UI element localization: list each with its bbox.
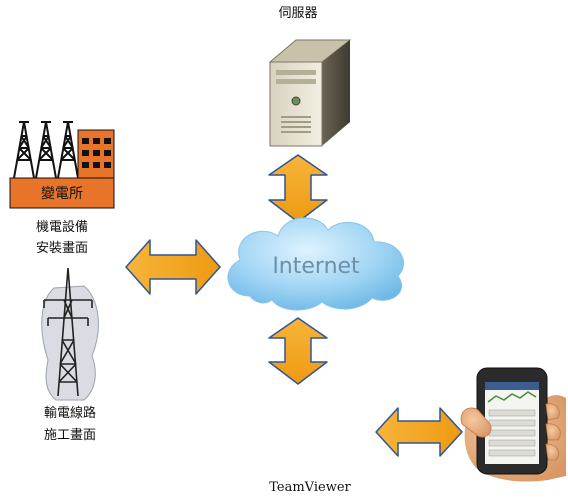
double-arrow-horizontal-left — [125, 239, 221, 295]
transmission-tower-icon — [41, 267, 99, 401]
substation-icon — [9, 121, 115, 209]
substation-sign: 變電所 — [41, 186, 83, 202]
substation-caption-line2: 安裝畫面 — [35, 241, 88, 256]
double-arrow-vertical-bottom — [268, 317, 328, 385]
teamviewer-label: TeamViewer — [269, 480, 351, 495]
substation-caption-line1: 機電設備 — [35, 220, 88, 235]
internet-cloud-icon — [227, 217, 404, 311]
double-arrow-vertical-top — [268, 154, 328, 223]
server-label: 伺服器 — [278, 6, 318, 21]
server-icon — [268, 39, 352, 147]
tower-caption-line2: 施工畫面 — [43, 428, 96, 443]
internet-label: Internet — [272, 254, 360, 279]
smartphone-in-hand-icon — [460, 367, 566, 482]
tower-caption-line1: 輸電線路 — [43, 406, 96, 421]
double-arrow-horizontal-right — [375, 407, 463, 457]
